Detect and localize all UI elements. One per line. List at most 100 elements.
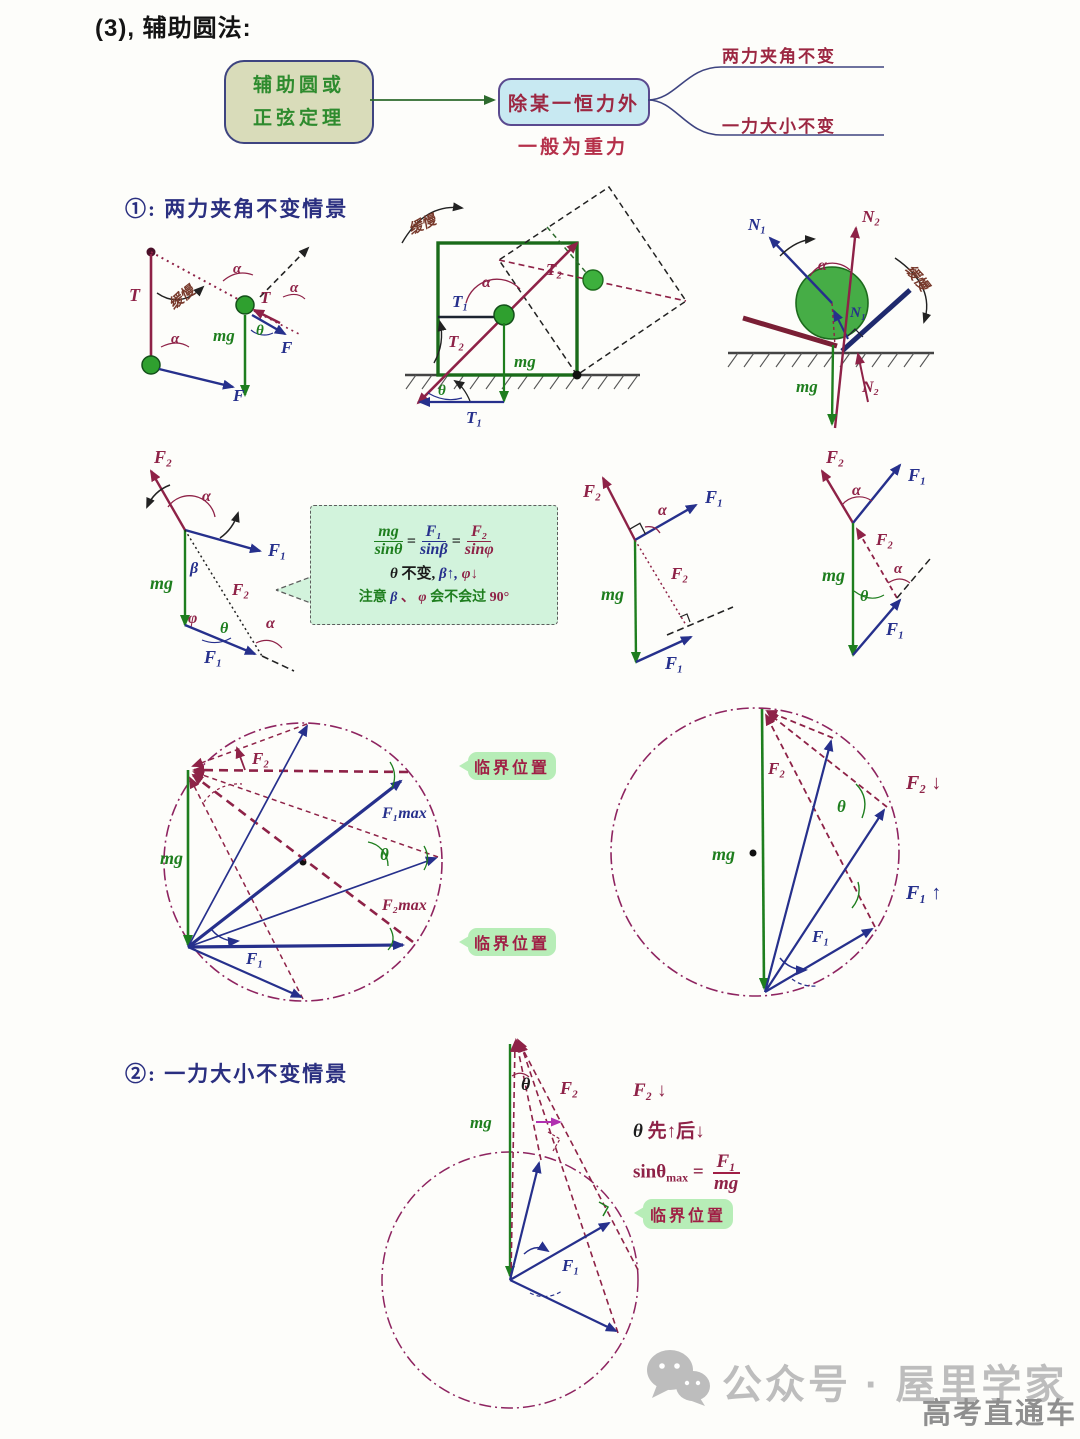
f2-label-2: F₂ — [875, 530, 893, 549]
wechat-icon — [647, 1350, 710, 1406]
theta-label: θ — [220, 620, 229, 637]
page-title: (3), 辅助圆法: — [95, 15, 252, 42]
diagram-pendulum: T 缓慢 α T α mg θ F α F — [129, 246, 310, 405]
mg-label: mg — [796, 377, 818, 396]
alpha-label-2: α — [894, 561, 903, 577]
equals-sign-2: = — [451, 532, 461, 550]
t2-label-2: T₂ — [546, 260, 562, 279]
f1-label-2: F₁ — [664, 653, 683, 673]
tension-label-2: T — [260, 288, 271, 307]
diagram-perpendicular: F₂ F₁ α mg F₂ F₁ — [582, 476, 734, 673]
f2-label: F₂ — [559, 1078, 578, 1098]
critical-position-bubble-3: 临界位置 — [634, 1199, 733, 1229]
mg-label: mg — [150, 573, 173, 593]
alpha-label: α — [852, 482, 862, 499]
branch-angle-constant: 两力夹角不变 — [722, 47, 836, 66]
theta-label: θ — [256, 323, 264, 339]
equals-sign: = — [406, 532, 416, 550]
f2-decreasing-label: F₂ ↓ — [906, 772, 942, 794]
alpha-label: α — [482, 274, 492, 291]
frac-bot-mg: mg — [714, 1172, 739, 1194]
ball-position-1 — [141, 355, 161, 375]
formula-note-line: θ 不变, β↑, φ↓ — [390, 562, 478, 583]
n1-label-2: N₁ — [849, 305, 866, 321]
mg-label: mg — [822, 565, 845, 585]
f1-increasing-label: F₁ ↑ — [906, 882, 942, 904]
f2-label: F₂ — [153, 447, 172, 467]
caution-beta: β — [390, 589, 398, 605]
theta-trend-note: θ 先↑后↓ — [633, 1116, 705, 1143]
theta-label: θ — [438, 383, 446, 399]
f1-label: F₁ — [267, 540, 286, 560]
ball-position-2 — [235, 295, 255, 315]
critical-position-label: 临界位置 — [473, 760, 550, 777]
alpha-label: α — [658, 502, 668, 519]
caution-comma: 、 — [400, 589, 415, 605]
n1-label: N₁ — [747, 215, 766, 234]
ball — [493, 304, 515, 326]
alpha-label-2: α — [266, 615, 276, 632]
critical-position-bubble-1: 临界位置 — [459, 752, 556, 780]
flow-arrow — [370, 95, 496, 105]
formula-box-tail — [275, 574, 316, 606]
caution-90: 90° — [489, 589, 510, 605]
f2max-label: F₂max — [381, 897, 427, 914]
phi-label: φ — [188, 610, 197, 627]
theta-label: θ — [380, 845, 389, 864]
t1-label: T₁ — [452, 292, 468, 311]
diagram-circle-bottom: mg θ F₂ F₁ — [381, 1038, 639, 1409]
f1-label: F₁ — [561, 1256, 579, 1275]
theta-sym: θ — [633, 1121, 643, 1142]
section-2-heading: ②: 一力大小不变情景 — [125, 1062, 349, 1086]
force-f-label: F — [280, 338, 293, 357]
theta-label: θ — [837, 797, 846, 816]
frac-f2-bot: sinφ — [464, 541, 494, 558]
f2-label: F₂ — [825, 447, 844, 467]
equals-sign: = — [692, 1161, 704, 1183]
flow-node-method-line1: 辅助圆或 — [252, 75, 345, 96]
theta-label: θ — [521, 1074, 531, 1094]
t1-label-bottom: T₁ — [466, 408, 482, 427]
f1-label: F₁ — [811, 927, 829, 946]
t2-label: T₂ — [448, 332, 464, 351]
sin-label: sinθ — [633, 1161, 667, 1183]
bubble-tail — [634, 1207, 644, 1219]
flow-node-method: 辅助圆或 正弦定理 — [224, 60, 374, 144]
theta-trend-text: 先↑后↓ — [647, 1121, 705, 1142]
watermark-account: 公众号 · 屋里学家 — [722, 1363, 1068, 1407]
mg-label: mg — [514, 352, 536, 371]
caution-text: 会不会过 — [430, 589, 487, 605]
beta-note: β↑, — [439, 565, 458, 582]
alpha-label-2: α — [290, 280, 299, 296]
f2-label: F₂ — [582, 481, 601, 501]
theta-note: 不变, — [401, 565, 436, 582]
caution-phi: φ — [418, 589, 427, 605]
n2-label-2: N₂ — [861, 379, 879, 396]
frac-mg-top: mg — [374, 523, 403, 542]
frac-f1-top: F₁ — [421, 523, 446, 542]
mg-label: mg — [213, 326, 235, 345]
critical-position-label: 临界位置 — [649, 1208, 726, 1225]
alpha-label: α — [202, 488, 212, 505]
ground-hatching — [727, 352, 931, 368]
diagram-box: T₁ T₂ T₂ α mg T₁ θ 缓慢 — [401, 185, 688, 427]
f2-decreasing-note: F₂ ↓ — [633, 1080, 667, 1101]
mg-label: mg — [160, 848, 183, 868]
flow-node-condition: 除某一恒力外 — [498, 78, 650, 126]
f2-label: F₂ — [767, 759, 785, 778]
diagram-sine-triangle: F₂ α F₁ mg F₂ β φ θ α F₁ — [146, 447, 295, 672]
critical-position-bubble-2: 临界位置 — [459, 928, 556, 956]
alpha-label: α — [233, 261, 242, 277]
flow-note-gravity: 一般为重力 — [518, 137, 629, 158]
f1-label-2: F₁ — [885, 619, 904, 639]
diagram-general-case: F₂ F₁ α mg F₂ α θ F₁ — [820, 447, 931, 657]
alpha-label-3: α — [171, 331, 180, 347]
auxiliary-circle — [610, 707, 900, 997]
force-f-label-2: F — [232, 386, 245, 405]
theta-sym: θ — [389, 565, 398, 582]
diagram-ball-planks: N₁ N₁ N₂ N₂ mg α 缓慢 — [727, 207, 934, 429]
diagram-circle-left: mg F₂max F₂ F₁max F₁ θ — [160, 722, 443, 1002]
